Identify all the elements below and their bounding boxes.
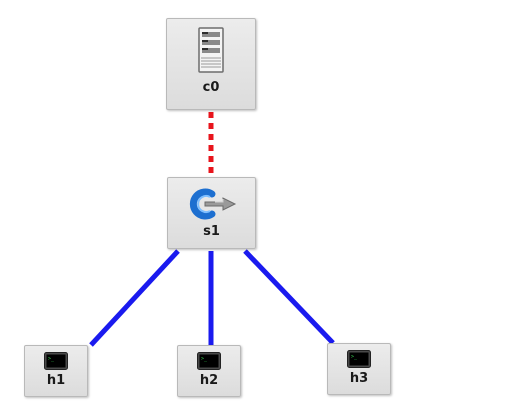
link-s1-h1[interactable] bbox=[89, 249, 180, 347]
host-node-h2[interactable]: >_ h2 bbox=[177, 345, 241, 397]
server-icon bbox=[198, 27, 224, 73]
host-node-h1[interactable]: >_ h1 bbox=[24, 345, 88, 397]
node-label: h2 bbox=[199, 373, 219, 388]
terminal-icon: >_ bbox=[44, 352, 68, 370]
host-node-h3[interactable]: >_ h3 bbox=[327, 343, 391, 395]
terminal-icon: >_ bbox=[197, 352, 221, 370]
node-label: c0 bbox=[202, 80, 220, 95]
svg-text:>_: >_ bbox=[48, 356, 55, 362]
terminal-icon: >_ bbox=[347, 350, 371, 368]
svg-text:>_: >_ bbox=[201, 356, 208, 362]
node-label: h1 bbox=[46, 373, 66, 388]
controller-node-c0[interactable]: c0 bbox=[166, 18, 256, 110]
switch-icon bbox=[189, 188, 236, 220]
svg-text:>_: >_ bbox=[351, 354, 358, 360]
node-label: h3 bbox=[349, 371, 369, 386]
link-s1-h3[interactable] bbox=[243, 249, 335, 345]
node-label: s1 bbox=[203, 224, 220, 239]
switch-node-s1[interactable]: s1 bbox=[167, 177, 256, 249]
